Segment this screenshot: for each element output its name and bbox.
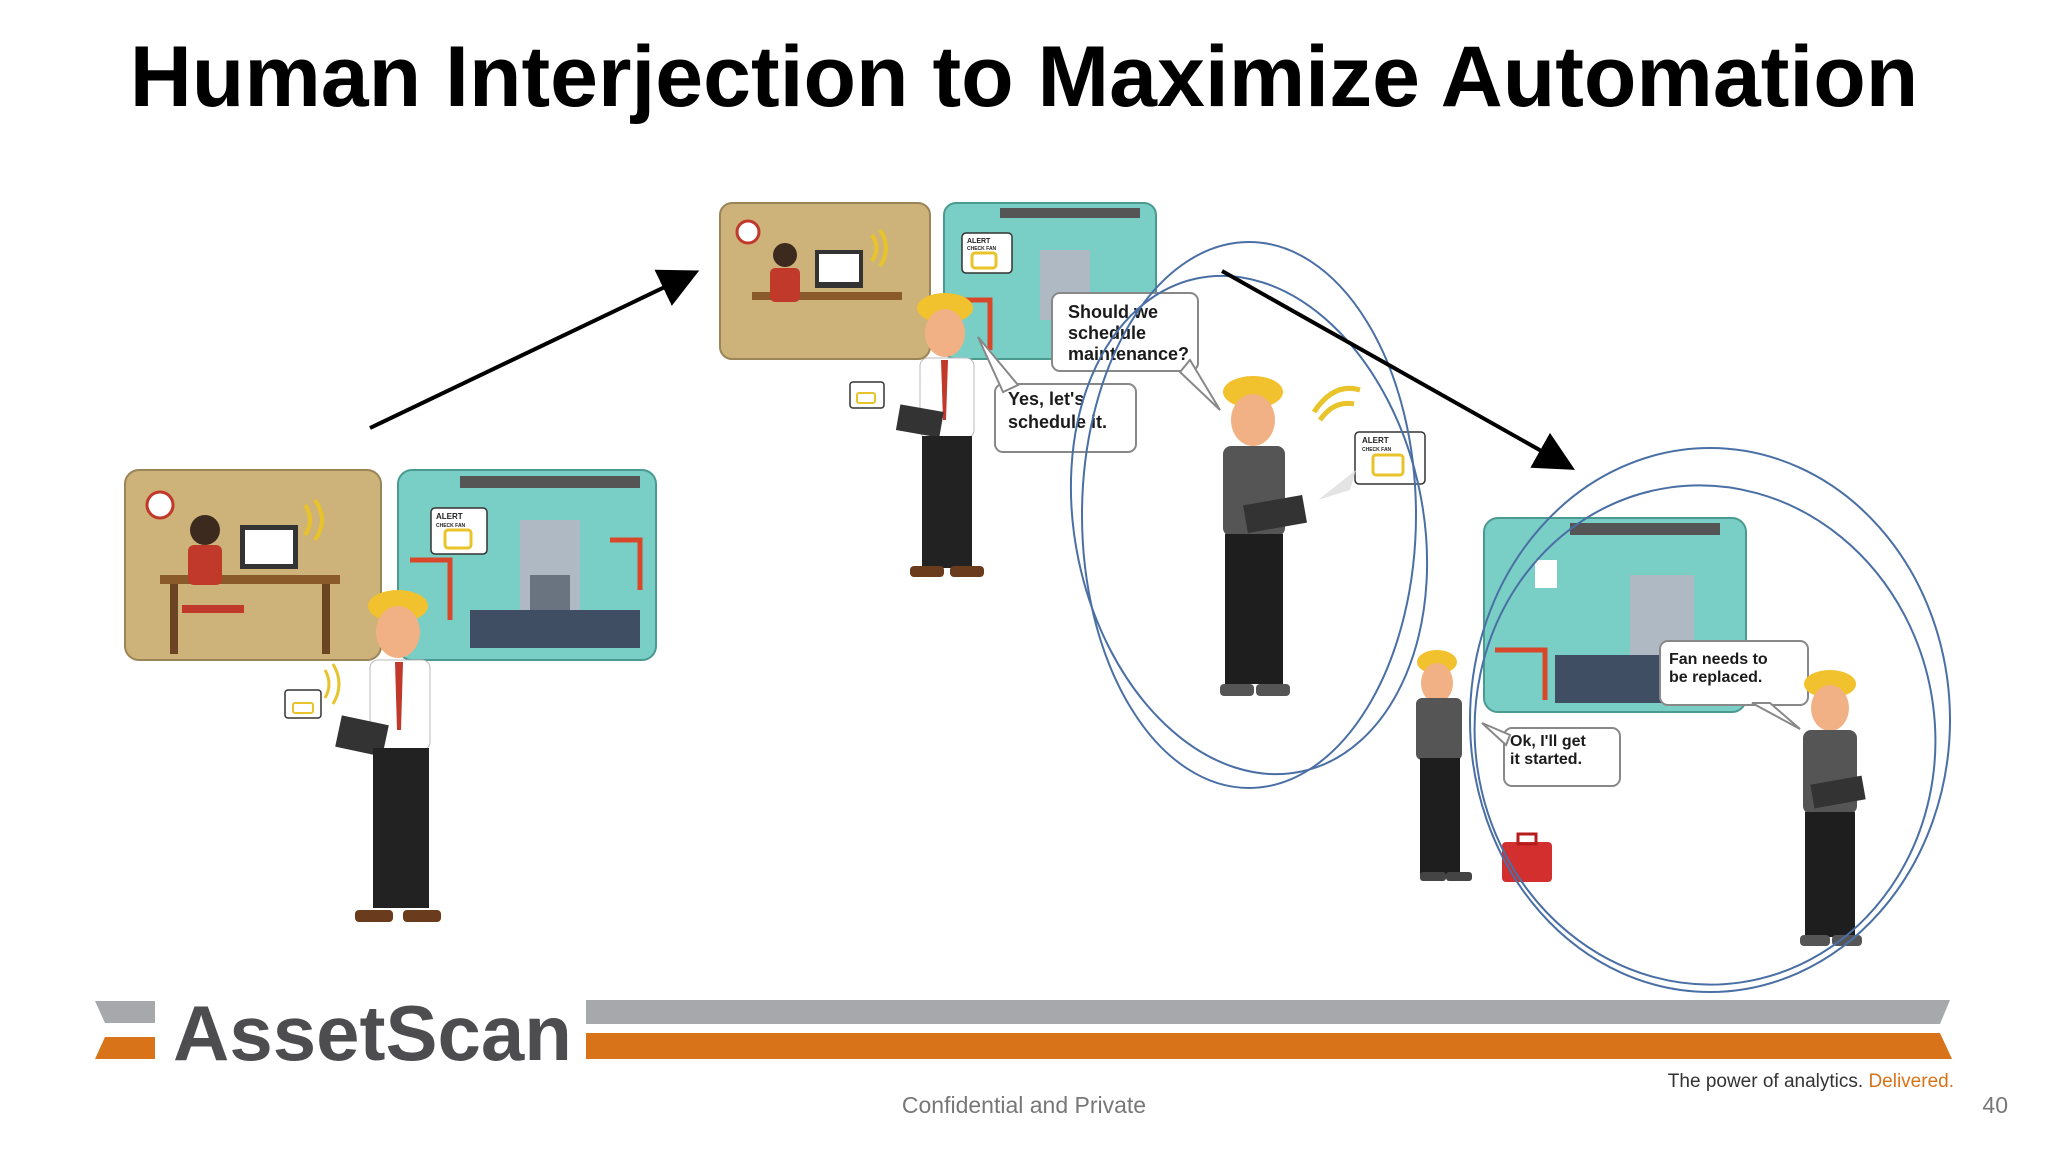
svg-text:be replaced.: be replaced. — [1669, 669, 1762, 686]
brand-tagline: The power of analytics. Delivered. — [1667, 1071, 1954, 1092]
alert-label: ALERT — [436, 512, 463, 521]
svg-text:Yes, let's: Yes, let's — [1008, 389, 1084, 409]
clock-icon — [145, 490, 175, 520]
assetscan-logo: AssetScan — [95, 989, 572, 1077]
hard-hat-icon — [917, 293, 973, 323]
alert-label: ALERT — [967, 238, 991, 245]
page-number: 40 — [1982, 1092, 2008, 1118]
alert-sublabel: CHECK FAN — [1362, 447, 1392, 453]
slide-title: Human Interjection to Maximize Automatio… — [129, 29, 1919, 125]
footer-confidential: Confidential and Private — [901, 1092, 1147, 1118]
worker-phone-middle-right: ALERT CHECK FAN — [1220, 376, 1426, 696]
svg-text:Fan needs to: Fan needs to — [1669, 651, 1768, 668]
highlight-ring-outer — [1081, 241, 1417, 789]
alert-sublabel: CHECK FAN — [436, 523, 466, 529]
speech-bubble-answer: Yes, let's schedule it. — [977, 336, 1137, 453]
svg-text:Should we: Should we — [1068, 302, 1158, 322]
factory-panel-left: ALERT CHECK FAN — [397, 469, 657, 661]
speech-bubble-replace: Fan needs to be replaced. — [1659, 640, 1809, 730]
highlight-ring-inner — [1473, 484, 1937, 986]
svg-text:maintenance?: maintenance? — [1068, 344, 1189, 364]
office-panel-left — [124, 469, 382, 661]
highlight-ring-outer — [1469, 447, 1951, 993]
svg-text:schedule it.: schedule it. — [1008, 412, 1107, 432]
alert-sublabel: CHECK FAN — [967, 246, 997, 252]
worker-with-tablet-left — [284, 590, 441, 922]
hard-hat-icon — [1804, 670, 1856, 698]
progress-arrow — [369, 269, 700, 430]
hard-hat-icon — [1223, 376, 1283, 408]
speech-bubble-ack: Ok, I'll get it started. — [1481, 722, 1621, 787]
brand-bar-gray — [586, 1000, 1950, 1024]
alert-label: ALERT — [1362, 436, 1389, 445]
engine-warning-icon — [443, 528, 473, 550]
engine-warning-icon — [970, 251, 998, 270]
svg-text:it started.: it started. — [1510, 751, 1582, 768]
tablet-icon — [335, 715, 389, 757]
logo-wordmark: AssetScan — [173, 989, 572, 1077]
clock-icon — [735, 219, 761, 245]
svg-text:Ok, I'll get: Ok, I'll get — [1510, 733, 1586, 750]
toolbox-icon — [1502, 832, 1552, 882]
brand-bar-orange — [586, 1033, 1952, 1059]
progress-arrow — [1221, 269, 1575, 470]
svg-text:schedule: schedule — [1068, 323, 1146, 343]
highlight-ring-inner — [1069, 274, 1429, 776]
worker-phone-middle-left — [849, 293, 984, 577]
office-panel-middle — [719, 202, 931, 360]
worker-phone-right — [1800, 670, 1866, 946]
technician-back-view — [1416, 650, 1472, 881]
